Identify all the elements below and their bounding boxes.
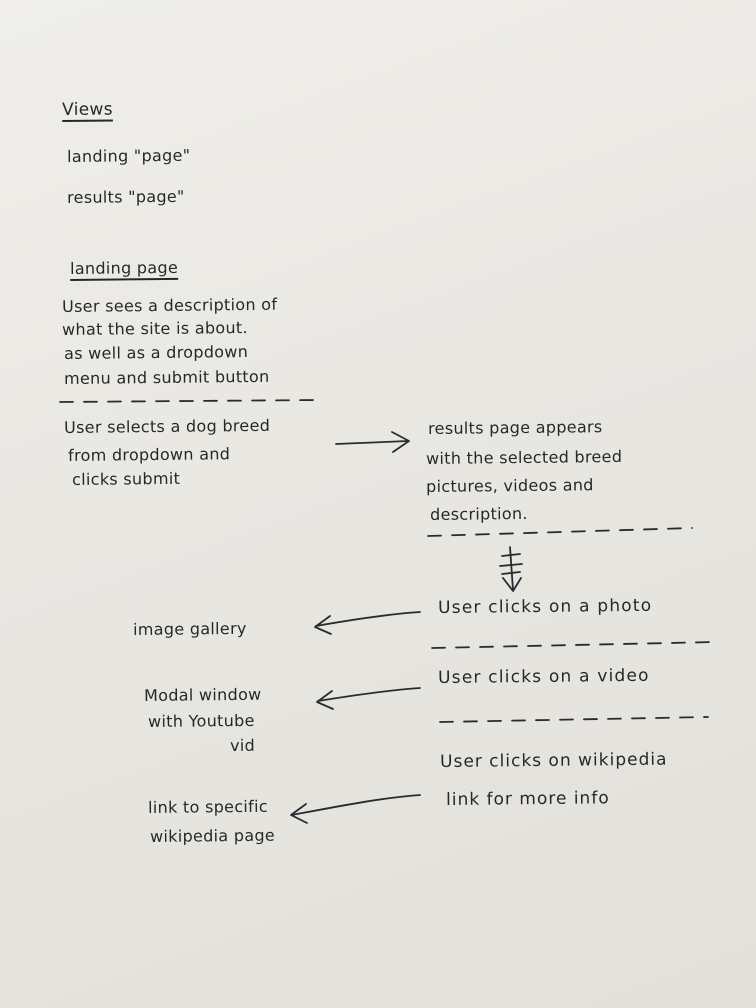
arrow-left-icon bbox=[291, 794, 421, 816]
arrow-left-icon bbox=[317, 687, 421, 702]
separator-dashed-line bbox=[59, 399, 321, 403]
arrow-right-icon bbox=[335, 440, 409, 445]
arrow-left-icon bbox=[315, 611, 421, 627]
separator-dashed-line bbox=[439, 716, 709, 723]
arrow-left-head bbox=[290, 803, 308, 824]
separator-dashed-line bbox=[431, 641, 717, 649]
arrow-down-icon bbox=[499, 546, 523, 592]
separator-dashed-line bbox=[427, 527, 693, 537]
arrow-right-head bbox=[391, 431, 410, 453]
arrow-left-head bbox=[316, 690, 334, 710]
arrow-left-head bbox=[314, 615, 332, 635]
